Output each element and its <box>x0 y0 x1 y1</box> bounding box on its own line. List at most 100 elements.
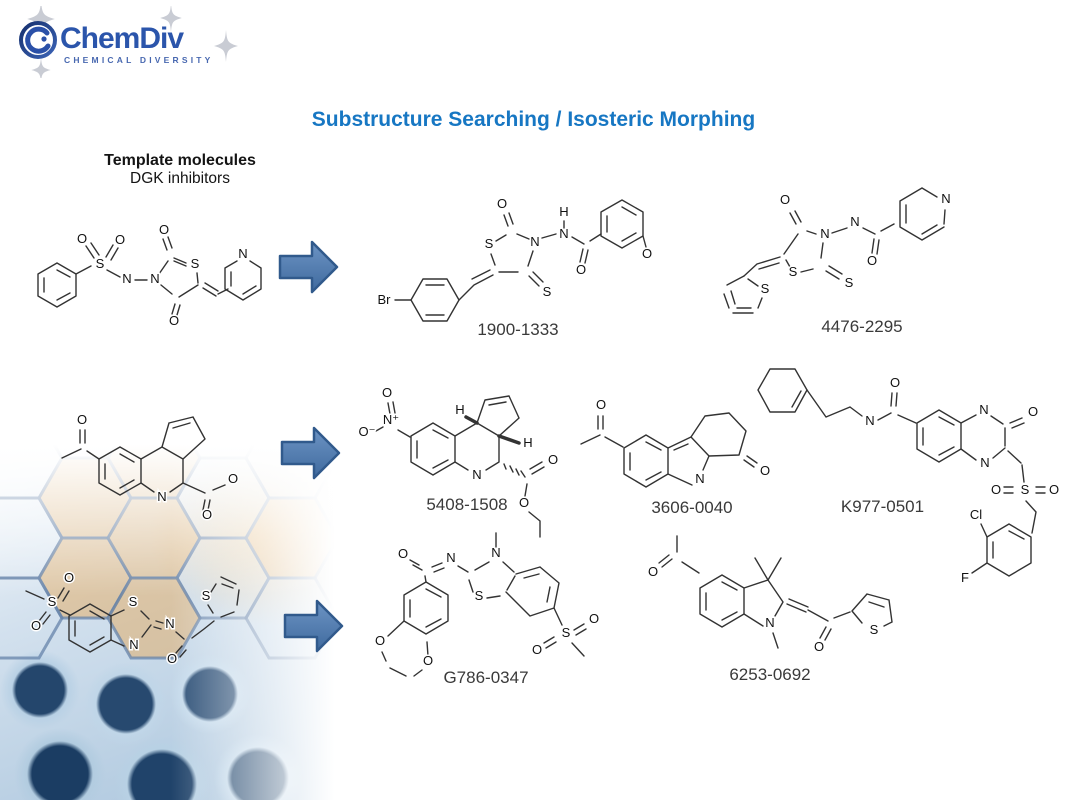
atom-label: O <box>202 507 212 522</box>
atom-label: N <box>559 226 568 241</box>
atom-label: N <box>820 226 829 241</box>
atom-label: N <box>850 214 859 229</box>
compound-id-3606-0040: 3606-0040 <box>651 498 733 517</box>
sparkle-icon <box>160 6 182 33</box>
sparkle-icon <box>31 57 51 78</box>
atom-label: O <box>115 232 125 247</box>
atom-label: N <box>491 545 500 560</box>
atom-label: O <box>423 653 433 668</box>
molecule-structure-template-1: O O S N N O S O N <box>37 221 262 329</box>
atom-label: N⁺ <box>383 412 399 427</box>
chemdiv-logo: ChemDiv CHEMICAL DIVERSITY <box>19 6 238 78</box>
atom-label: S <box>543 284 552 299</box>
logo-emblem-icon <box>19 21 57 59</box>
molecule-structure-6253-0692: O N O S <box>646 535 893 656</box>
atom-label: S <box>475 588 484 603</box>
atom-label: O <box>642 246 652 261</box>
atom-label: O <box>228 471 238 486</box>
atom-label: N <box>530 234 539 249</box>
atom-label: S <box>96 256 105 271</box>
atom-label: H <box>559 204 568 219</box>
molecule-structure-3606-0040: O N O <box>580 396 772 488</box>
atom-label: N <box>472 467 481 482</box>
atom-label: O <box>991 482 1001 497</box>
atom-label: H <box>455 402 464 417</box>
slide-title: Substructure Searching / Isosteric Morph… <box>311 108 756 131</box>
atom-label: N <box>122 271 131 286</box>
compound-id-4476-2295: 4476-2295 <box>821 317 903 336</box>
atom-label: S <box>48 594 57 609</box>
atom-label: O <box>159 222 169 237</box>
atom-label: S <box>129 594 138 609</box>
logo-tagline-text: CHEMICAL DIVERSITY <box>64 55 214 65</box>
atom-label: O <box>648 564 658 579</box>
atom-label: F <box>961 570 969 585</box>
atom-label: O <box>398 546 408 561</box>
template-header-line2: DGK inhibitors <box>130 170 230 187</box>
atom-label: O <box>1049 482 1059 497</box>
atom-label: O <box>31 618 41 633</box>
atom-label: N <box>941 191 950 206</box>
atom-label: O <box>780 192 790 207</box>
molecule-structure-1900-1333: Br S O N H N O O S <box>376 195 654 322</box>
molecule-structure-template-2: O N O O <box>61 411 240 522</box>
atom-label: O <box>497 196 507 211</box>
atom-label: O <box>169 313 179 328</box>
atom-label: N <box>238 246 247 261</box>
atom-label: N <box>165 616 174 631</box>
atom-label: O <box>760 463 770 478</box>
atom-label: O <box>548 452 558 467</box>
atom-label: O <box>532 642 542 657</box>
compound-id-6253-0692: 6253-0692 <box>729 665 811 684</box>
atom-label: O <box>64 570 74 585</box>
atom-label: O <box>576 262 586 277</box>
atom-label: N <box>979 402 988 417</box>
molecule-structure-G786-0347: N O N S S O O O O <box>373 532 601 677</box>
atom-label: O <box>382 385 392 400</box>
atom-label: O <box>519 495 529 510</box>
compound-id-1900-1333: 1900-1333 <box>477 320 559 339</box>
atom-label: S <box>761 281 770 296</box>
atom-label: N <box>865 413 874 428</box>
atom-label: S <box>191 256 200 271</box>
compound-id-G786-0347: G786-0347 <box>443 668 529 687</box>
atom-label: O <box>77 231 87 246</box>
atom-label: H <box>523 435 532 450</box>
compound-id-K977-0501: K977-0501 <box>840 497 925 516</box>
atom-label: O <box>77 412 87 427</box>
atom-label: O <box>596 397 606 412</box>
molecule-structure-K977-0501: N O N O N O S O Cl F <box>757 368 1061 587</box>
atom-label: N <box>150 271 159 286</box>
atom-label: O <box>375 633 385 648</box>
atom-label: N <box>695 471 704 486</box>
atom-label: S <box>845 275 854 290</box>
atom-label: Cl <box>970 507 982 522</box>
atom-label: O⁻ <box>359 424 376 439</box>
arrow-right-icon <box>278 240 339 294</box>
atom-label: N <box>157 489 166 504</box>
atom-label: O <box>1028 404 1038 419</box>
atom-label: S <box>485 236 494 251</box>
atom-label: S <box>562 625 571 640</box>
atom-label: O <box>589 611 599 626</box>
atom-label: O <box>814 639 824 654</box>
molecule-structure-4476-2295: S O N S S N O N <box>723 187 952 314</box>
arrow-right-icon <box>280 426 341 480</box>
compound-id-5408-1508: 5408-1508 <box>426 495 508 514</box>
sparkle-icon <box>214 30 238 62</box>
atom-label: N <box>129 637 138 652</box>
arrow-right-icon <box>283 599 344 653</box>
atom-label: S <box>789 264 798 279</box>
atom-label: O <box>167 651 177 666</box>
atom-label: S <box>202 588 211 603</box>
template-header-line1: Template molecules <box>104 152 256 169</box>
molecule-structure-template-3: S O O S N N O S <box>25 569 240 668</box>
atom-label: N <box>980 455 989 470</box>
molecule-structure-5408-1508: O N⁺ O⁻ H H N O O <box>357 384 560 538</box>
atom-label: N <box>446 550 455 565</box>
atom-label: S <box>1021 482 1030 497</box>
atom-label: Br <box>378 292 392 307</box>
atom-label: O <box>867 253 877 268</box>
atom-label: O <box>890 375 900 390</box>
